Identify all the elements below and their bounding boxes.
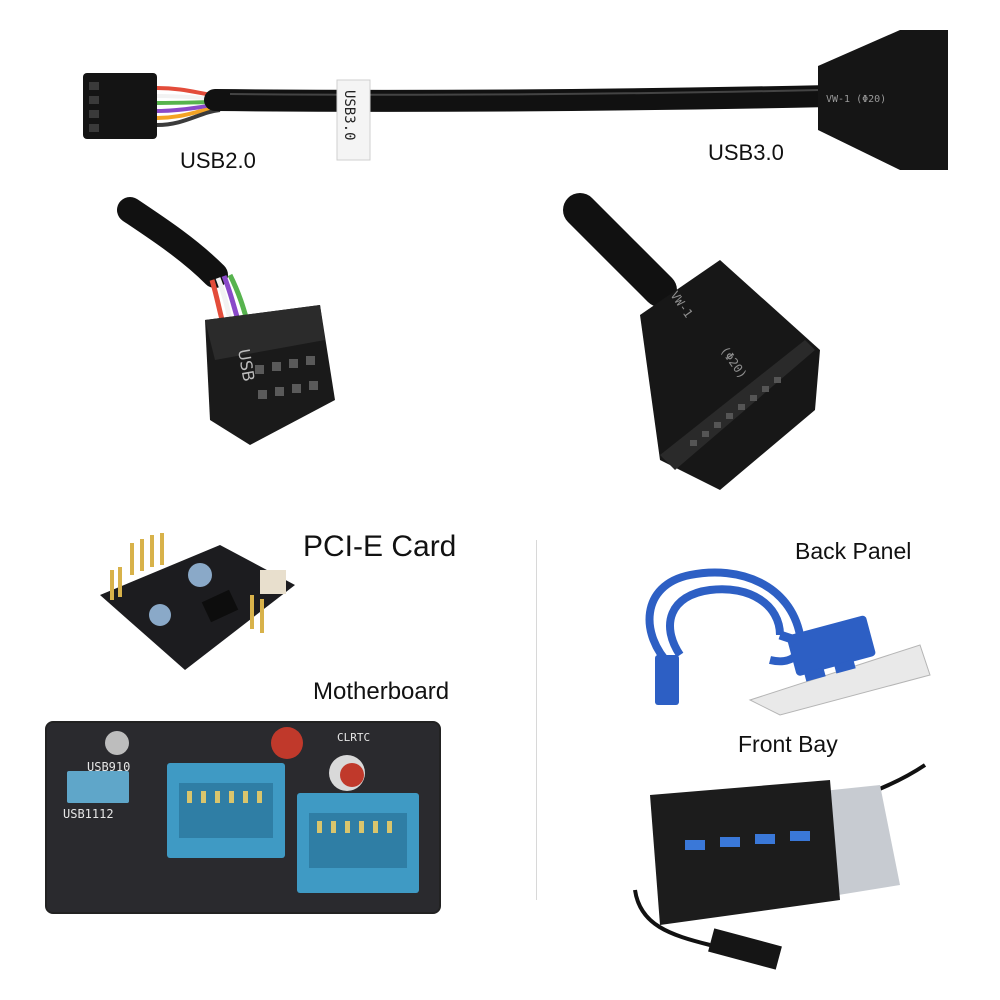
motherboard-photo: USB910 USB1112 CLRTC <box>45 721 441 914</box>
mobo-usb1112: USB1112 <box>63 807 114 821</box>
usb2-label: USB2.0 <box>180 148 256 173</box>
front-bay-image <box>633 763 927 970</box>
front-bay-faceplate <box>650 780 840 925</box>
usb3-label: USB3.0 <box>708 140 784 165</box>
front-bay-label: Front Bay <box>738 731 838 757</box>
mobo-usb910: USB910 <box>87 760 130 774</box>
usb2-to-usb3-cable: USB3.0 VW-1 (Φ20) <box>83 30 948 170</box>
cable-sleeve-text: USB3.0 <box>341 90 357 141</box>
mobo-clrtc: CLRTC <box>337 731 370 744</box>
cable-sleeve-label <box>336 79 371 161</box>
pcie-card-label: PCI-E Card <box>303 530 457 563</box>
back-panel-label: Back Panel <box>795 538 912 564</box>
motherboard-label: Motherboard <box>313 678 450 705</box>
back-panel-image <box>645 568 931 716</box>
usb2-connector-top <box>83 73 157 139</box>
vertical-divider <box>536 540 537 900</box>
usb3-connector-marking: VW-1 (Φ20) <box>826 94 886 105</box>
pcie-card-image <box>100 533 295 670</box>
usb3-connector-closeup: VW-1 (Φ20) <box>563 193 820 490</box>
usb2-connector-closeup: USB <box>117 197 335 445</box>
usb3-connector-top <box>818 30 948 170</box>
